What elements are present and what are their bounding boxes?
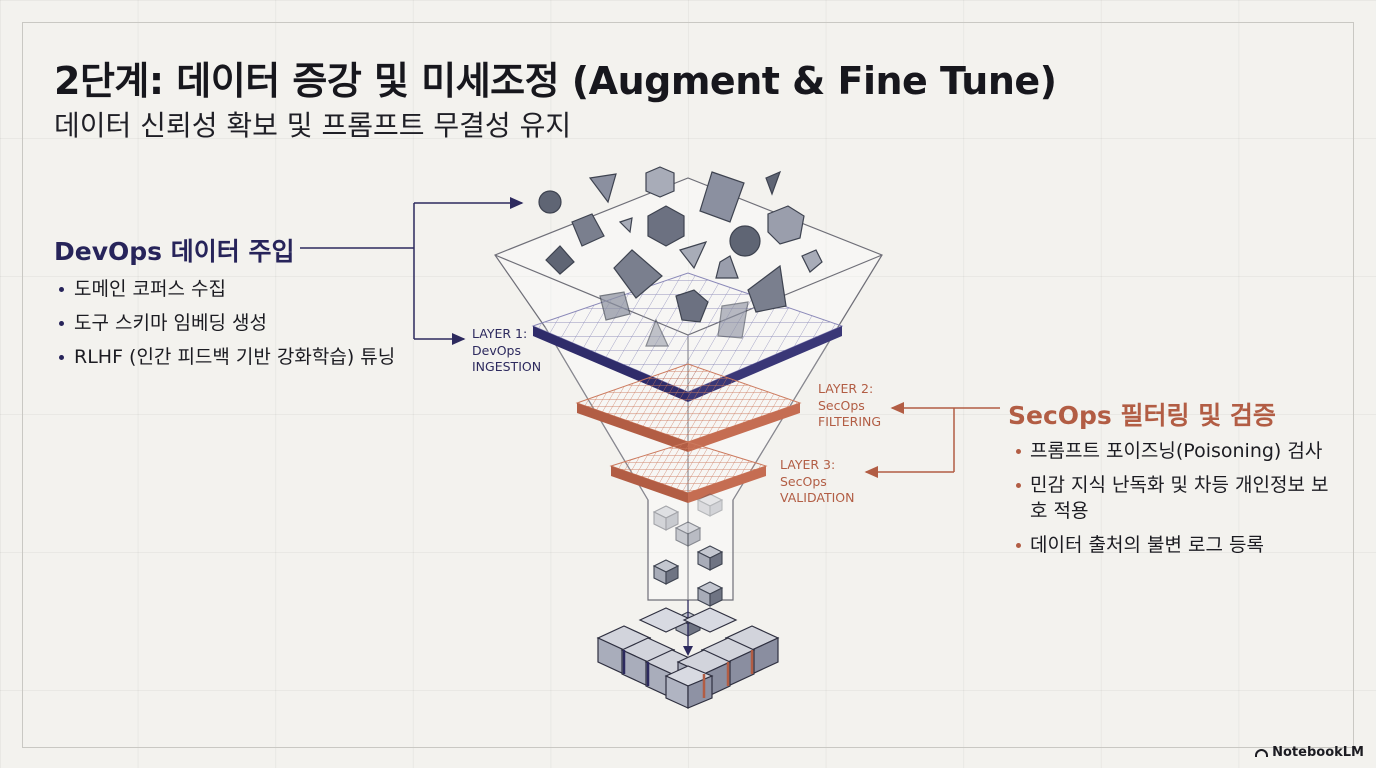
- secops-connector: [866, 408, 1000, 472]
- layer1-label-line1: LAYER 1:: [472, 326, 527, 341]
- layer1-label-line3: INGESTION: [472, 359, 541, 374]
- layer2-label-line1: LAYER 2:: [818, 381, 873, 396]
- brand-label: NotebookLM: [1272, 745, 1364, 760]
- notebooklm-logo-icon: [1255, 749, 1268, 757]
- layer2-label-line2: SecOps: [818, 398, 865, 413]
- brand-watermark: NotebookLM: [1255, 745, 1364, 760]
- layer3-label-line3: VALIDATION: [780, 490, 854, 505]
- layer1-label-line2: DevOps: [472, 343, 521, 358]
- devops-connector: [300, 203, 522, 339]
- layer3-label-line2: SecOps: [780, 474, 827, 489]
- output-arrow-head: [683, 646, 693, 656]
- layer3-label-line1: LAYER 3:: [780, 457, 835, 472]
- layer2-label-line3: FILTERING: [818, 414, 881, 429]
